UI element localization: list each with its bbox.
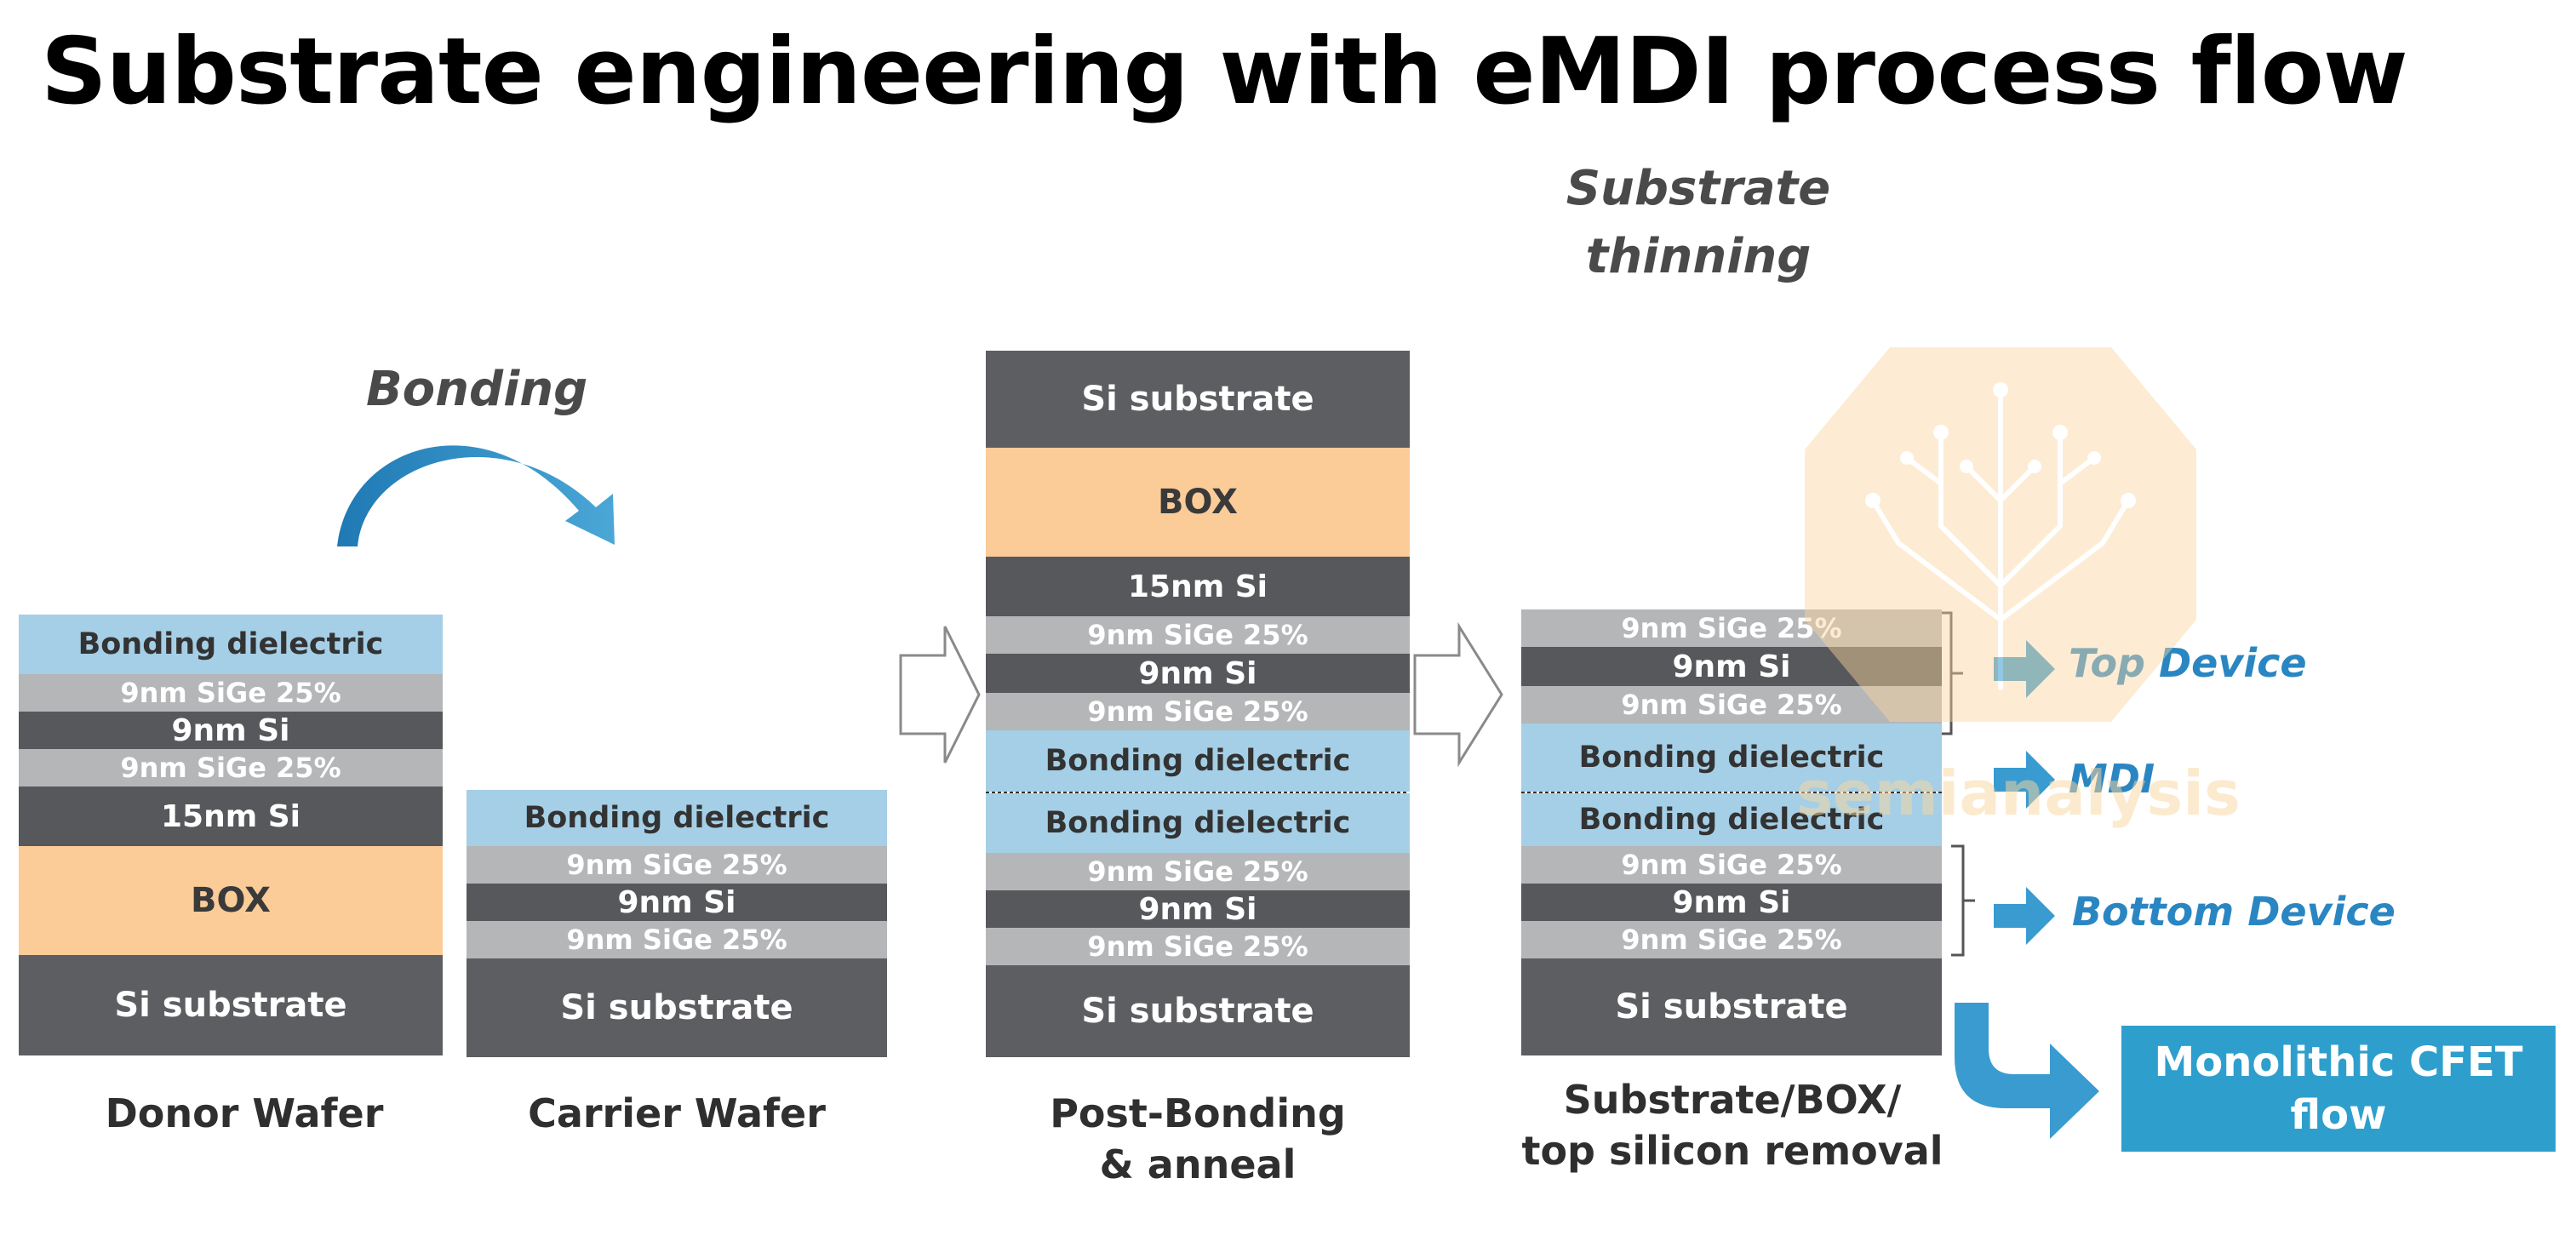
page-title: Substrate engineering with eMDI process … <box>41 19 2408 125</box>
final-bonding-dielectric-1: Bonding dielectric <box>1521 724 1942 792</box>
post-si-15nm: 15nm Si <box>986 557 1410 616</box>
donor-sige-bottom: 9nm SiGe 25% <box>19 749 443 787</box>
thinning-label-line1: Substrate <box>1566 161 1831 216</box>
donor-wafer-stack: Bonding dielectric 9nm SiGe 25% 9nm Si 9… <box>19 615 443 1055</box>
top-device-label: Top Device <box>2069 640 2307 686</box>
post-sige-2: 9nm SiGe 25% <box>986 693 1410 730</box>
bonding-curved-arrow-icon <box>337 445 615 546</box>
cfet-flow-arrow-icon <box>1955 1003 2099 1139</box>
monolithic-cfet-flow-box: Monolithic CFET flow <box>2121 1026 2556 1152</box>
post-si-substrate-top: Si substrate <box>986 351 1410 448</box>
final-sige-4: 9nm SiGe 25% <box>1521 921 1942 958</box>
final-si-9nm-bottom: 9nm Si <box>1521 884 1942 921</box>
carrier-wafer-stack: Bonding dielectric 9nm SiGe 25% 9nm Si 9… <box>467 790 887 1057</box>
carrier-si-substrate: Si substrate <box>467 958 887 1057</box>
final-si-9nm-top: 9nm Si <box>1521 647 1942 686</box>
post-si-9nm-bottom: 9nm Si <box>986 890 1410 928</box>
post-si-9nm-top: 9nm Si <box>986 654 1410 693</box>
final-si-substrate: Si substrate <box>1521 958 1942 1055</box>
top-device-arrow-icon <box>1994 640 2055 698</box>
carrier-bonding-dielectric: Bonding dielectric <box>467 790 887 846</box>
post-box: BOX <box>986 448 1410 557</box>
post-sige-3: 9nm SiGe 25% <box>986 853 1410 890</box>
process-arrow-2-icon <box>1413 621 1503 768</box>
final-sige-3: 9nm SiGe 25% <box>1521 846 1942 884</box>
post-bonding-caption-line2: & anneal <box>1099 1141 1297 1187</box>
post-bonding-caption-line1: Post-Bonding <box>1050 1090 1346 1136</box>
carrier-si-9nm: 9nm Si <box>467 884 887 921</box>
carrier-sige-top: 9nm SiGe 25% <box>467 846 887 884</box>
process-arrow-1-icon <box>899 626 981 764</box>
post-bonding-dielectric-1: Bonding dielectric <box>986 730 1410 792</box>
carrier-wafer-caption: Carrier Wafer <box>528 1090 826 1136</box>
post-bonding-caption: Post-Bonding & anneal <box>986 1088 1410 1190</box>
cfet-line1: Monolithic CFET <box>2154 1038 2523 1086</box>
post-bonding-dielectric-2: Bonding dielectric <box>986 793 1410 853</box>
bottom-device-bracket <box>1951 844 1975 957</box>
watermark-text: semianalysis <box>1796 758 2241 829</box>
donor-si-9nm: 9nm Si <box>19 712 443 749</box>
substrate-thinning-label: Substrate thinning <box>1558 155 1839 291</box>
final-sige-2: 9nm SiGe 25% <box>1521 686 1942 724</box>
bottom-device-arrow-icon <box>1994 887 2055 945</box>
post-si-substrate-bottom: Si substrate <box>986 965 1410 1057</box>
bonding-label: Bonding <box>366 362 588 417</box>
mdi-label: MDI <box>2069 756 2155 802</box>
donor-bonding-dielectric: Bonding dielectric <box>19 615 443 674</box>
final-bonding-dielectric-2: Bonding dielectric <box>1521 793 1942 846</box>
donor-wafer-caption: Donor Wafer <box>105 1090 384 1136</box>
post-sige-1: 9nm SiGe 25% <box>986 616 1410 654</box>
final-caption: Substrate/BOX/ top silicon removal <box>1498 1074 1966 1176</box>
cfet-line2: flow <box>2290 1091 2387 1139</box>
donor-box: BOX <box>19 846 443 955</box>
final-stack: 9nm SiGe 25% 9nm Si 9nm SiGe 25% Bonding… <box>1521 609 1942 1055</box>
donor-si-substrate: Si substrate <box>19 955 443 1055</box>
post-sige-4: 9nm SiGe 25% <box>986 928 1410 965</box>
donor-si-15nm: 15nm Si <box>19 787 443 846</box>
donor-sige-top: 9nm SiGe 25% <box>19 674 443 712</box>
final-caption-line1: Substrate/BOX/ <box>1563 1077 1902 1123</box>
mdi-arrow-icon <box>1994 751 2055 809</box>
carrier-sige-bottom: 9nm SiGe 25% <box>467 921 887 958</box>
final-sige-1: 9nm SiGe 25% <box>1521 609 1942 647</box>
final-caption-line2: top silicon removal <box>1521 1128 1943 1174</box>
top-device-bracket <box>1932 611 1963 735</box>
watermark-logo-icon <box>1805 347 2196 722</box>
post-bonding-stack: Si substrate BOX 15nm Si 9nm SiGe 25% 9n… <box>986 351 1410 1057</box>
thinning-label-line2: thinning <box>1585 229 1812 284</box>
bottom-device-label: Bottom Device <box>2072 889 2396 935</box>
